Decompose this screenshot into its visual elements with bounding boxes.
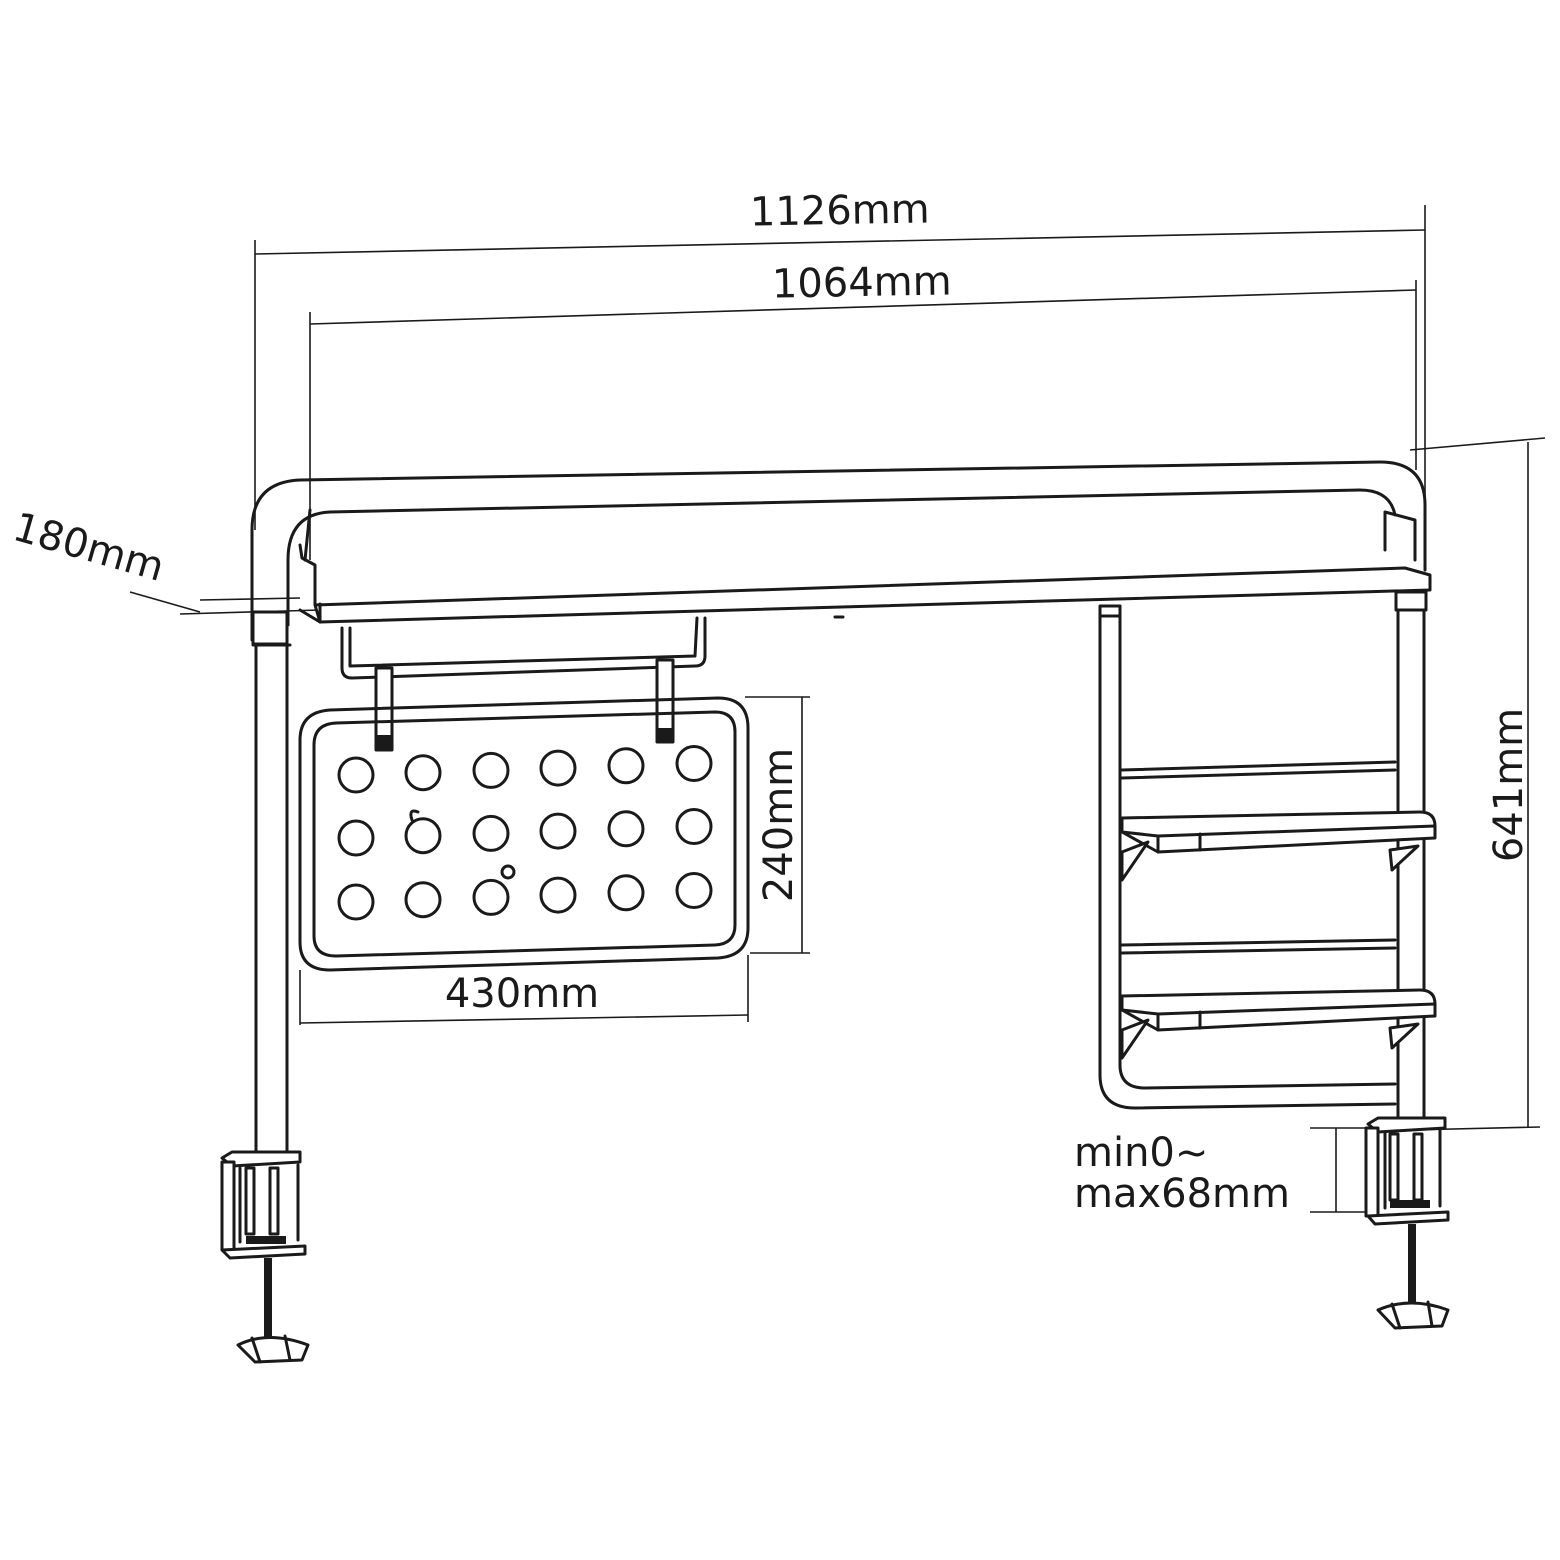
peg-hole: [675, 872, 713, 909]
overall-width-label: 1126mm: [750, 186, 931, 235]
depth-label: 180mm: [8, 504, 169, 591]
small-peg-hole: [500, 864, 516, 880]
peg-hole: [337, 819, 375, 857]
peg-hole: [675, 808, 713, 845]
peg-hole: [607, 874, 645, 912]
peg-hole: [607, 810, 645, 848]
peg-hole: [337, 756, 375, 794]
peg-hole: [607, 747, 645, 785]
peg-hole: [472, 878, 510, 916]
peg-hole: [404, 817, 442, 855]
side-shelf-unit: [1098, 604, 1437, 1110]
left-post: [251, 610, 292, 1162]
pegboard: [298, 696, 750, 972]
peg-hole: [539, 812, 577, 850]
peg-hole: [675, 745, 713, 782]
peg-hole: [337, 883, 375, 921]
peg-hole: [404, 754, 442, 792]
dimension-labels: 1126mm 1064mm 180mm 641mm 240mm 430mm mi…: [8, 186, 1532, 1217]
dimension-lines: [129, 205, 1546, 1213]
peg-hole: [472, 814, 510, 852]
clamp-range-min-label: min0~: [1074, 1130, 1208, 1176]
pegboard-height-label: 240mm: [756, 748, 802, 902]
pegboard-width-label: 430mm: [445, 971, 599, 1017]
desk-frame: [250, 460, 1427, 642]
peg-hole: [472, 751, 510, 789]
pegboard-holes: [337, 745, 713, 921]
main-shelf: [298, 566, 1432, 624]
peg-hole: [539, 749, 577, 787]
clamp-range-max-label: max68mm: [1074, 1171, 1290, 1217]
shelf-width-label: 1064mm: [772, 258, 953, 307]
left-clamp: [220, 1150, 310, 1364]
peg-hole: [539, 876, 577, 914]
height-label: 641mm: [1486, 708, 1532, 862]
right-clamp: [1364, 1116, 1450, 1330]
peg-hole: [404, 881, 442, 919]
hanging-rail: [340, 616, 707, 752]
